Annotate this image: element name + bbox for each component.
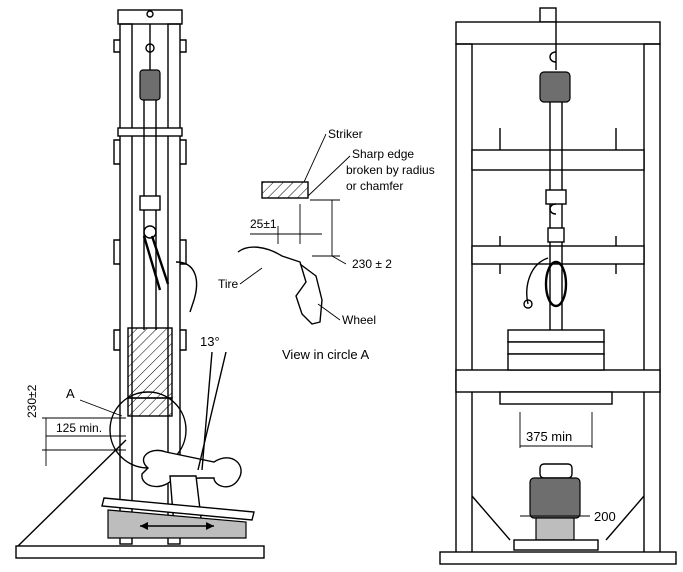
height-dim-label: 230 ± 2 — [352, 257, 392, 271]
wheel-body — [529, 477, 581, 519]
base-plate — [15, 545, 265, 559]
wheel-mount — [535, 517, 575, 541]
min-distance-label: 125 min. — [56, 421, 102, 435]
release-lever — [142, 235, 170, 291]
wheel-assembly — [141, 449, 242, 488]
striker-plate-3 — [507, 353, 605, 371]
striker-plate-2 — [507, 341, 605, 355]
striker-label: Striker — [328, 127, 363, 141]
tire-label: Tire — [218, 277, 239, 291]
upper-crossbar — [117, 127, 183, 137]
release-handle — [175, 261, 198, 313]
top-pulley-box — [539, 7, 557, 23]
front-base-plate — [439, 551, 677, 565]
front-hoist-hook — [549, 51, 557, 63]
front-left-column — [455, 43, 473, 555]
angle-line-2 — [201, 351, 213, 471]
lower-crossbeam — [455, 369, 661, 393]
release-ring — [143, 225, 157, 239]
upper-crossbeam — [471, 149, 645, 171]
left-column — [119, 23, 133, 545]
front-release-box — [545, 189, 567, 205]
point-a-label: A — [66, 386, 75, 401]
hoist-hook — [145, 43, 155, 53]
wheel-label: Wheel — [342, 313, 376, 327]
offset-dim-label: 25±1 — [250, 217, 277, 231]
front-handle-knob — [523, 299, 533, 309]
striker-plate-1 — [507, 329, 605, 343]
top-pulley — [146, 10, 154, 18]
clearance-label: 375 min — [526, 429, 572, 444]
front-right-column — [643, 43, 661, 555]
striker-weight — [127, 327, 173, 399]
height-leader — [331, 255, 347, 265]
striker-block — [261, 181, 309, 199]
striker-head — [127, 397, 173, 417]
front-hoist-block — [539, 71, 571, 103]
detail-view-a: Striker Sharp edge broken by radius or c… — [218, 127, 435, 362]
middle-crossbeam — [471, 245, 645, 265]
hoist-block — [139, 69, 161, 101]
front-release-ring — [544, 260, 568, 308]
side-view: 13° 230±2 125 min. A — [15, 9, 265, 559]
top-beam — [455, 21, 661, 45]
point-a-leader — [79, 399, 123, 417]
front-release-handle — [526, 257, 549, 305]
tilted-table — [101, 497, 255, 521]
striker-leader — [303, 133, 327, 183]
front-release-latch — [547, 227, 565, 243]
release-mechanism — [139, 195, 161, 211]
front-flanges — [499, 128, 617, 274]
left-height-label: 230±2 — [25, 384, 39, 418]
wheel-leader — [317, 303, 341, 321]
sharp-edge-line3: or chamfer — [346, 179, 403, 193]
sharp-edge-leader — [307, 155, 351, 197]
table-carriage — [107, 509, 247, 539]
tire-leader — [239, 267, 263, 285]
wheel-base — [513, 539, 599, 551]
tire-wheel-profile — [237, 246, 323, 325]
right-brace — [605, 495, 645, 541]
striker-face — [499, 391, 613, 405]
angle-line-1 — [197, 351, 227, 471]
support-strut — [17, 439, 127, 547]
wheel-cap — [539, 463, 573, 479]
left-brace — [471, 495, 511, 541]
sharp-edge-line1: Sharp edge — [352, 147, 414, 161]
view-caption: View in circle A — [282, 347, 370, 362]
angle-label: 13° — [200, 334, 220, 349]
sharp-edge-line2: broken by radius — [346, 163, 435, 177]
front-view: 375 min 200 — [439, 7, 677, 565]
column-flanges — [113, 39, 187, 351]
width-dim-label: 200 — [594, 509, 616, 524]
front-release-hook — [549, 203, 557, 215]
adjust-arrow-heads — [140, 522, 214, 530]
